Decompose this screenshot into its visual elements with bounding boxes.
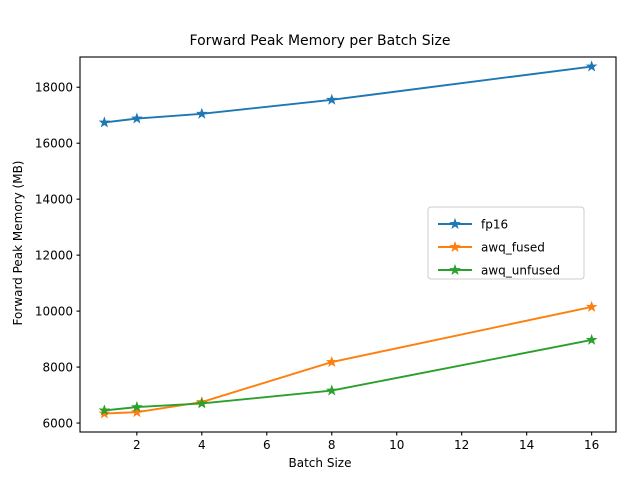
data-point-marker xyxy=(196,107,208,119)
y-tick-label: 6000 xyxy=(42,417,73,431)
data-series-group xyxy=(98,60,598,419)
series-fp16 xyxy=(98,60,598,128)
legend-label-awq_fused[interactable]: awq_fused xyxy=(481,241,545,255)
legend-marker-icon xyxy=(449,263,461,275)
y-tick-label: 8000 xyxy=(42,361,73,375)
series-awq_unfused xyxy=(98,333,598,416)
data-point-marker xyxy=(98,404,111,416)
y-tick-label: 10000 xyxy=(35,305,73,319)
data-point-marker xyxy=(98,407,111,419)
y-axis-ticks: 6000 8000 10000 12000 14000 16000 18000 xyxy=(35,81,80,431)
x-tick-label: 2 xyxy=(133,438,141,452)
data-point-marker xyxy=(585,333,598,345)
y-tick-label: 16000 xyxy=(35,137,73,151)
x-axis-ticks: 2 4 6 8 10 12 14 16 xyxy=(133,432,599,452)
x-tick-label: 6 xyxy=(263,438,271,452)
series-line-fp16 xyxy=(103,65,593,124)
data-point-marker xyxy=(131,112,143,124)
legend-marker-icon xyxy=(449,240,461,252)
data-point-marker xyxy=(585,60,598,72)
chart-title: Forward Peak Memory per Batch Size xyxy=(190,33,451,49)
data-point-marker xyxy=(325,355,338,367)
y-tick-label: 12000 xyxy=(35,249,73,263)
y-tick-label: 14000 xyxy=(35,193,73,207)
x-tick-label: 4 xyxy=(198,438,206,452)
legend-frame xyxy=(427,206,585,280)
data-point-marker xyxy=(196,397,208,409)
x-tick-label: 8 xyxy=(328,438,336,452)
legend-marker-icon xyxy=(449,217,461,229)
data-point-marker xyxy=(325,384,338,396)
series-line-awq_fused xyxy=(103,305,593,415)
data-point-marker xyxy=(585,300,598,312)
x-axis-label: Batch Size xyxy=(289,456,352,470)
axes-frame xyxy=(79,56,617,433)
x-tick-label: 10 xyxy=(389,438,404,452)
data-point-marker xyxy=(325,93,338,105)
series-awq_fused xyxy=(98,300,598,419)
data-point-marker xyxy=(131,406,143,418)
legend-label-awq_unfused[interactable]: awq_unfused xyxy=(481,264,560,278)
x-tick-label: 12 xyxy=(454,438,469,452)
data-point-marker xyxy=(131,400,143,413)
x-tick-label: 16 xyxy=(584,438,599,452)
series-line-awq_unfused xyxy=(103,338,593,412)
y-axis-label: Forward Peak Memory (MB) xyxy=(11,161,25,326)
y-tick-label: 18000 xyxy=(35,81,73,95)
x-tick-label: 14 xyxy=(519,438,534,452)
data-point-marker xyxy=(98,116,111,128)
chart-legend[interactable]: fp16 awq_fused awq_unfused xyxy=(427,206,585,280)
legend-label-fp16[interactable]: fp16 xyxy=(481,218,508,232)
